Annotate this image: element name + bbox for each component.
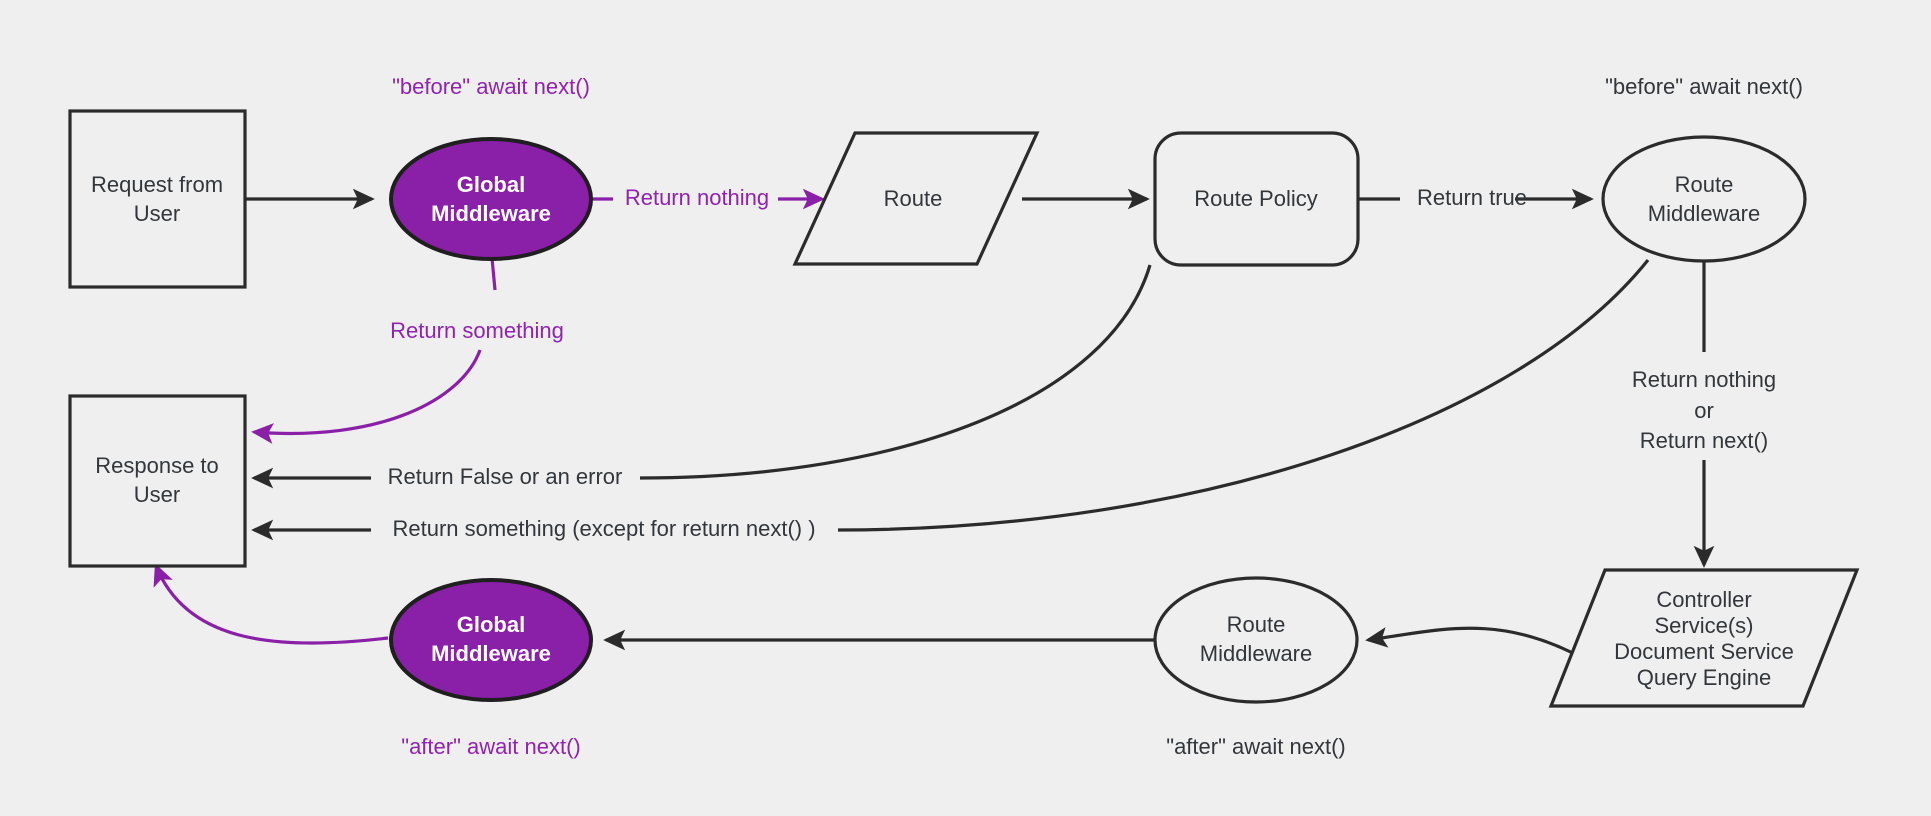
node-global-middleware-before[interactable]: Global Middleware: [389, 137, 593, 261]
global-middleware-after-label-line1: Global: [457, 612, 525, 637]
response-to-user-shape: [68, 394, 247, 568]
node-controller-services[interactable]: Controller Service(s) Document Service Q…: [1548, 568, 1860, 708]
route-middleware-before-shape: [1601, 135, 1807, 263]
route-middleware-after-shape: [1153, 576, 1359, 704]
route-label: Route: [884, 186, 943, 211]
edge-label-return-nothing-branch-line2: or: [1694, 398, 1714, 423]
request-from-user-label-line1: Request from: [91, 172, 223, 197]
request-from-user-label-line2: User: [134, 201, 180, 226]
edge-label-return-nothing: Return nothing: [625, 185, 769, 210]
response-to-user-label-line1: Response to: [95, 453, 219, 478]
annotation-before-await-next-route: "before" await next(): [1605, 74, 1803, 99]
edge-route-middleware-to-response-curve: [837, 258, 1650, 532]
node-route-policy[interactable]: Route Policy: [1153, 131, 1360, 267]
controller-services-label-line4: Query Engine: [1637, 665, 1772, 690]
route-middleware-after-label-line2: Middleware: [1200, 641, 1313, 666]
route-policy-shape: [1153, 131, 1360, 267]
node-route[interactable]: Route: [792, 131, 1040, 266]
controller-services-label-line3: Document Service: [1614, 639, 1794, 664]
edge-label-return-false-or-error: Return False or an error: [388, 464, 623, 489]
node-response-to-user[interactable]: Response to User: [68, 394, 247, 568]
edge-controller-to-route-middleware-after: [1365, 626, 1587, 662]
controller-services-shape: [1548, 568, 1860, 708]
global-middleware-before-shape: [389, 137, 593, 261]
route-policy-label: Route Policy: [1194, 186, 1318, 211]
node-request-from-user[interactable]: Request from User: [68, 109, 247, 289]
response-to-user-label-line2: User: [134, 482, 180, 507]
edge-global-middleware-return-something-stub: [490, 257, 497, 291]
edge-label-return-nothing-branch-line3: Return next(): [1640, 428, 1768, 453]
global-middleware-after-label-line2: Middleware: [431, 641, 551, 666]
edge-global-middleware-to-response: [251, 349, 482, 444]
edge-global-middleware-after-to-response: [153, 563, 389, 645]
global-middleware-before-label-line2: Middleware: [431, 201, 551, 226]
annotation-before-await-next-global: "before" await next(): [392, 74, 590, 99]
route-middleware-after-label-line1: Route: [1227, 612, 1286, 637]
edge-route-policy-to-response-curve: [639, 264, 1152, 480]
global-middleware-before-label-line1: Global: [457, 172, 525, 197]
annotation-after-await-next-route: "after" await next(): [1166, 734, 1345, 759]
edge-label-return-something: Return something: [390, 318, 564, 343]
node-route-middleware-after[interactable]: Route Middleware: [1153, 576, 1359, 704]
controller-services-label-line1: Controller: [1656, 587, 1751, 612]
node-route-middleware-before[interactable]: Route Middleware: [1601, 135, 1807, 263]
node-global-middleware-after[interactable]: Global Middleware: [389, 578, 593, 702]
controller-services-label-line2: Service(s): [1654, 613, 1753, 638]
route-middleware-before-label-line1: Route: [1675, 172, 1734, 197]
edge-label-return-true: Return true: [1417, 185, 1527, 210]
route-middleware-before-label-line2: Middleware: [1648, 201, 1761, 226]
request-from-user-shape: [68, 109, 247, 289]
edge-label-return-something-except-next: Return something (except for return next…: [392, 516, 815, 541]
edge-label-return-nothing-branch-line1: Return nothing: [1632, 367, 1776, 392]
global-middleware-after-shape: [389, 578, 593, 702]
annotation-after-await-next-global: "after" await next(): [401, 734, 580, 759]
route-shape: [792, 131, 1040, 266]
